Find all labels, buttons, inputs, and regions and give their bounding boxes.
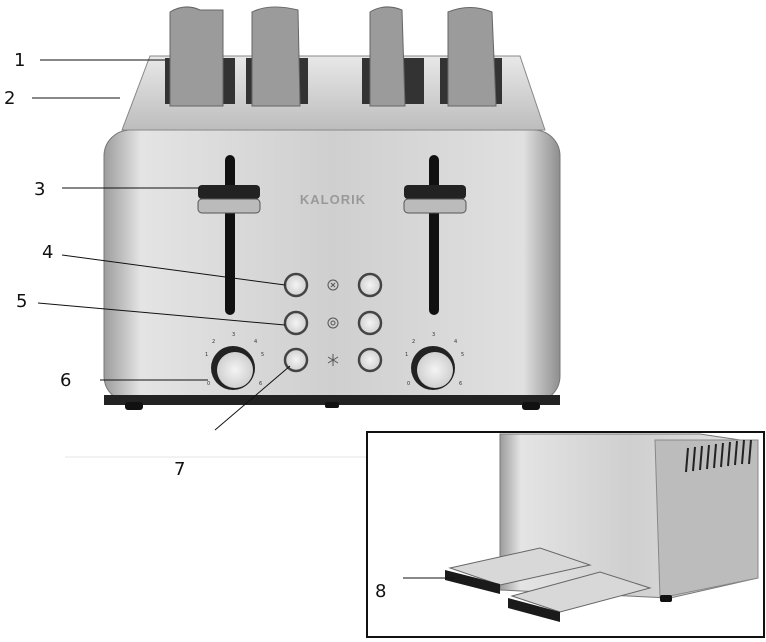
svg-text:2: 2 (212, 339, 215, 345)
callout-1: 1 (14, 50, 25, 71)
lever-right (403, 155, 467, 315)
callout-2: 2 (4, 88, 15, 109)
svg-text:4: 4 (254, 339, 257, 345)
defrost-icon (327, 354, 339, 366)
vent-slots (685, 439, 752, 473)
cancel-icon (327, 279, 339, 291)
reheat-button-right[interactable] (357, 310, 383, 336)
callout-8: 8 (375, 581, 386, 602)
dial-scale-right: 0 1 2 3 4 5 6 (405, 332, 464, 387)
svg-text:3: 3 (232, 332, 235, 338)
svg-text:0: 0 (207, 381, 210, 387)
svg-text:6: 6 (259, 381, 262, 387)
cancel-button-right[interactable] (357, 272, 383, 298)
crumb-tray-lower (508, 571, 652, 622)
lever-left (197, 155, 261, 315)
svg-text:2: 2 (412, 339, 415, 345)
callout-3: 3 (34, 179, 45, 200)
defrost-button-right[interactable] (357, 347, 383, 373)
svg-text:5: 5 (461, 352, 464, 358)
browning-dial-right[interactable] (411, 346, 455, 390)
defrost-button-left[interactable] (283, 347, 309, 373)
bread-slices (169, 6, 497, 107)
browning-dial-left[interactable] (211, 346, 255, 390)
crumb-tray-upper (445, 547, 592, 594)
reheat-icon (327, 317, 339, 329)
svg-text:1: 1 (205, 352, 208, 358)
crumb-tray-inset (366, 431, 765, 638)
svg-text:5: 5 (261, 352, 264, 358)
reheat-button-left[interactable] (283, 310, 309, 336)
callout-6: 6 (60, 370, 71, 391)
svg-text:6: 6 (459, 381, 462, 387)
control-buttons (283, 272, 383, 373)
svg-text:4: 4 (454, 339, 457, 345)
svg-text:1: 1 (405, 352, 408, 358)
svg-text:3: 3 (432, 332, 435, 338)
callout-4: 4 (42, 242, 53, 263)
toaster-body (103, 55, 561, 410)
callout-7: 7 (174, 459, 185, 480)
dial-scale-left: 0 1 2 3 4 5 6 (205, 332, 264, 387)
brand-logo: KALORIK (300, 192, 366, 207)
cancel-button-left[interactable] (283, 272, 309, 298)
callout-lines (32, 59, 455, 579)
svg-text:0: 0 (407, 381, 410, 387)
callout-5: 5 (16, 291, 27, 312)
